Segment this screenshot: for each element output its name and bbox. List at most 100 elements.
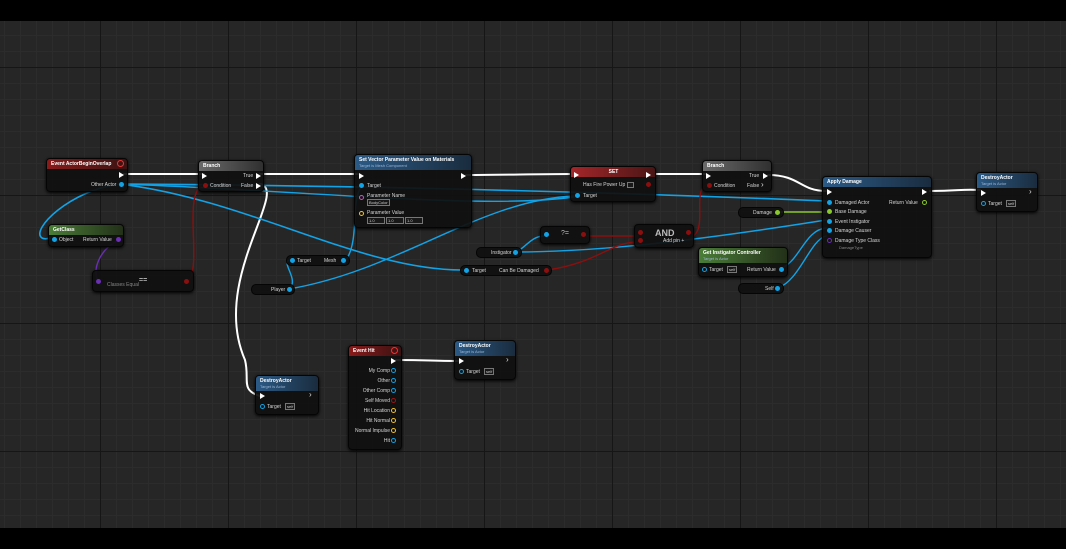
exec-in-pin[interactable] (827, 189, 832, 195)
can-be-damaged-out-pin[interactable] (544, 268, 549, 273)
my-comp-pin[interactable] (391, 368, 396, 373)
set-variable-node[interactable]: SET Has Fire Power Up Target (570, 166, 656, 202)
event-actor-begin-overlap-node[interactable]: Event ActorBeginOverlap Other Actor (46, 158, 128, 192)
target-pin[interactable] (464, 268, 469, 273)
condition-pin[interactable] (707, 183, 712, 188)
class-equal-out-pin[interactable] (184, 279, 189, 284)
object-pin[interactable] (52, 237, 57, 242)
self-input[interactable]: self (285, 403, 296, 410)
exec-in-pin[interactable] (260, 393, 265, 399)
add-pin-button[interactable]: Add pin + (663, 238, 685, 244)
a-pin[interactable] (544, 232, 549, 237)
self-node[interactable]: Self (738, 283, 784, 294)
and-node[interactable]: AND Add pin + (634, 224, 694, 248)
exec-out-pin[interactable] (119, 172, 124, 178)
mesh-out-pin[interactable] (341, 258, 346, 263)
damage-type-class-pin[interactable] (827, 238, 832, 243)
true-exec-pin[interactable] (256, 173, 261, 179)
not-equal-node[interactable]: ?= (540, 226, 590, 244)
class-a-pin[interactable] (96, 279, 101, 284)
target-pin[interactable] (702, 267, 707, 272)
exec-in-pin[interactable] (574, 172, 579, 178)
other-actor-pin[interactable] (119, 182, 124, 187)
exec-out-pin[interactable]: › (1029, 187, 1032, 196)
a-pin[interactable] (638, 230, 643, 235)
node-title: Event Hit (353, 348, 375, 354)
exec-in-pin[interactable] (202, 173, 207, 179)
exec-in-pin[interactable] (981, 190, 986, 196)
target-pin[interactable] (981, 201, 986, 206)
param-z-input[interactable]: 1.0 (405, 217, 423, 224)
param-x-input[interactable]: 1.0 (367, 217, 385, 224)
result-pin[interactable] (686, 230, 691, 235)
target-pin[interactable] (260, 404, 265, 409)
target-pin[interactable] (290, 258, 295, 263)
target-pin[interactable] (359, 183, 364, 188)
hit-location-pin[interactable] (391, 408, 396, 413)
exec-out-pin[interactable]: › (309, 390, 312, 399)
player-out-pin[interactable] (287, 287, 292, 292)
exec-out-pin[interactable] (461, 173, 466, 179)
apply-damage-node[interactable]: Apply Damage Damaged Actor Return Value … (822, 176, 932, 258)
exec-out-pin[interactable] (646, 172, 651, 178)
false-exec-pin[interactable] (256, 183, 261, 189)
can-be-damaged-label: Can Be Damaged (499, 268, 539, 274)
exec-in-pin[interactable] (706, 173, 711, 179)
target-pin[interactable] (459, 369, 464, 374)
get-class-node[interactable]: GetClass Object Return Value (48, 224, 124, 247)
param-name-pin[interactable] (359, 195, 364, 200)
has-fire-out-pin[interactable] (646, 182, 651, 187)
hit-pin[interactable] (391, 438, 396, 443)
self-input[interactable]: self (727, 266, 738, 273)
damaged-actor-pin[interactable] (827, 200, 832, 205)
result-pin[interactable] (581, 232, 586, 237)
condition-pin[interactable] (203, 183, 208, 188)
exec-out-pin[interactable] (922, 189, 927, 195)
hit-normal-pin[interactable] (391, 418, 396, 423)
instigator-variable-node[interactable]: Instigator (476, 247, 522, 258)
return-value-label: Return Value (747, 267, 776, 273)
branch-node-1[interactable]: Branch True Condition False (198, 160, 264, 192)
true-exec-pin[interactable] (763, 173, 768, 179)
event-hit-node[interactable]: Event Hit My Comp Other Other Comp Self … (348, 345, 402, 450)
return-value-pin[interactable] (922, 200, 927, 205)
event-instigator-pin[interactable] (827, 219, 832, 224)
node-subtitle: Target is Actor (260, 384, 286, 389)
other-comp-pin[interactable] (391, 388, 396, 393)
self-input[interactable]: self (1006, 200, 1017, 207)
param-name-input[interactable]: BodyColor (367, 199, 390, 206)
self-input[interactable]: self (484, 368, 495, 375)
damage-causer-pin[interactable] (827, 228, 832, 233)
base-damage-pin[interactable] (827, 209, 832, 214)
get-mesh-node[interactable]: Target Mesh (286, 255, 350, 266)
player-variable-node[interactable]: Player (251, 284, 295, 295)
exec-out-pin[interactable] (391, 358, 396, 364)
b-pin[interactable] (638, 238, 643, 243)
exec-in-pin[interactable] (359, 173, 364, 179)
has-fire-power-up-checkbox[interactable] (627, 182, 634, 188)
damage-out-pin[interactable] (775, 210, 780, 215)
self-out-pin[interactable] (775, 286, 780, 291)
damage-type-class-value[interactable]: DamageType (839, 245, 863, 250)
exec-in-pin[interactable] (459, 358, 464, 364)
branch-node-2[interactable]: Branch True Condition False › (702, 160, 772, 192)
return-value-pin[interactable] (779, 267, 784, 272)
normal-impulse-pin[interactable] (391, 428, 396, 433)
return-value-pin[interactable] (116, 237, 121, 242)
target-pin[interactable] (575, 193, 580, 198)
param-y-input[interactable]: 1.0 (386, 217, 404, 224)
damage-variable-node[interactable]: Damage (738, 207, 784, 218)
false-exec-pin[interactable]: › (761, 180, 764, 189)
self-moved-pin[interactable] (391, 398, 396, 403)
class-equal-node[interactable]: Classes Equal == (92, 270, 194, 292)
can-be-damaged-node[interactable]: Target Can Be Damaged (460, 265, 552, 276)
instigator-out-pin[interactable] (513, 250, 518, 255)
exec-out-pin[interactable]: › (506, 355, 509, 364)
param-value-pin[interactable] (359, 211, 364, 216)
other-pin[interactable] (391, 378, 396, 383)
